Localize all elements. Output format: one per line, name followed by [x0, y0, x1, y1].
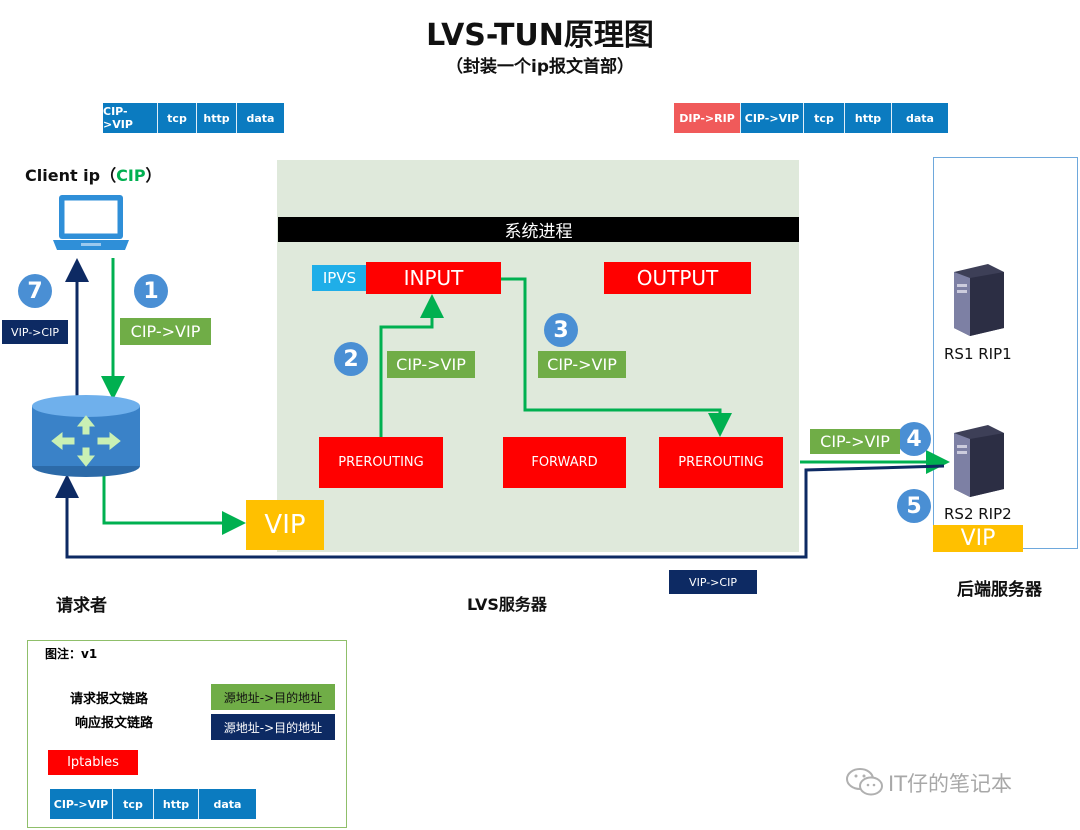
packet-field: http [197, 103, 237, 133]
rs1-label: RS1 RIP1 [944, 345, 1012, 363]
packet-field: CIP->VIP [103, 103, 158, 133]
system-process-bar: 系统进程 [278, 217, 799, 242]
lvs-caption: LVS服务器 [467, 595, 547, 614]
legend-request-label: 请求报文链路 [68, 688, 151, 707]
watermark-text: IT仔的笔记本 [888, 772, 1013, 796]
backend-caption: 后端服务器 [957, 580, 1042, 600]
vip-badge-backend: VIP [933, 525, 1023, 552]
packet-field: tcp [113, 789, 154, 819]
packet-outer-header: DIP->RIP [674, 103, 741, 133]
arrow-step2 [379, 294, 444, 437]
legend-title: 图注：v1 [45, 647, 98, 661]
legend-packet: CIP->VIP tcp http data [50, 789, 256, 819]
requester-caption: 请求者 [56, 596, 107, 616]
step-badge-7: 7 [18, 274, 52, 308]
server-icon [954, 425, 1004, 497]
forward-chain: FORWARD [503, 437, 626, 488]
output-chain: OUTPUT [604, 262, 751, 294]
page-title: LVS-TUN原理图 [426, 18, 654, 53]
step2-address-label: CIP->VIP [387, 351, 475, 378]
step-badge-5: 5 [897, 489, 931, 523]
step1-address-label: CIP->VIP [120, 318, 211, 345]
packet-field: tcp [804, 103, 845, 133]
packet-field: data [892, 103, 948, 133]
step3-address-label: CIP->VIP [538, 351, 626, 378]
prerouting-chain-right: PREROUTING [659, 437, 783, 488]
response-address-label: VIP->CIP [669, 570, 757, 594]
wechat-icon [846, 768, 883, 796]
packet-field: http [845, 103, 892, 133]
client-ip-label: Client ip（CIP） [25, 166, 162, 185]
packet-field: tcp [158, 103, 197, 133]
server-icon [954, 264, 1004, 336]
page-subtitle: （封装一个ip报文首部） [446, 57, 634, 77]
legend-response-label: 响应报文链路 [73, 712, 156, 731]
legend-response-address: 源地址->目的地址 [211, 714, 335, 740]
step7-address-label: VIP->CIP [2, 320, 68, 344]
rs2-label: RS2 RIP2 [944, 505, 1012, 523]
packet-field: data [237, 103, 284, 133]
packet-field: http [154, 789, 199, 819]
step-badge-4: 4 [897, 422, 931, 456]
legend-iptables: Iptables [48, 750, 138, 775]
packet-field: CIP->VIP [50, 789, 113, 819]
prerouting-chain-left: PREROUTING [319, 437, 443, 488]
vip-badge-lvs: VIP [246, 500, 324, 550]
arrow-step3 [501, 277, 732, 437]
legend-request-address: 源地址->目的地址 [211, 684, 335, 710]
step-badge-2: 2 [334, 342, 368, 376]
laptop-icon [53, 195, 129, 250]
ipvs-tag: IPVS [312, 265, 367, 291]
packet-tunneled: DIP->RIP CIP->VIP tcp http data [674, 103, 948, 133]
arrow-step5-response [55, 464, 945, 559]
router-icon [32, 395, 140, 477]
step4-address-label: CIP->VIP [810, 429, 900, 454]
step-badge-3: 3 [544, 313, 578, 347]
packet-client-request: CIP->VIP tcp http data [103, 103, 284, 133]
packet-field: CIP->VIP [741, 103, 804, 133]
step-badge-1: 1 [134, 274, 168, 308]
input-chain: INPUT [366, 262, 501, 294]
packet-field: data [199, 789, 256, 819]
arrow-router-vip [102, 475, 246, 535]
